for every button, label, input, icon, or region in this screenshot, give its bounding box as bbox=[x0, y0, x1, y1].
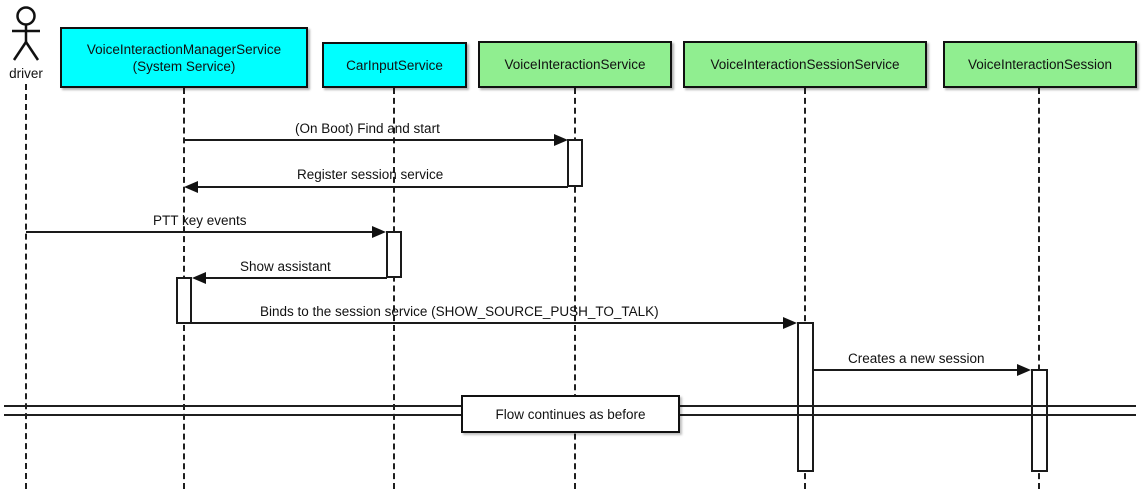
lifeline-voice-interaction-session-service bbox=[804, 88, 806, 489]
message-label: (On Boot) Find and start bbox=[295, 121, 440, 136]
divider-label: Flow continues as before bbox=[495, 406, 646, 422]
arrowhead-icon bbox=[554, 134, 568, 146]
participant-label: VoiceInteractionService bbox=[504, 57, 646, 72]
arrowhead-icon bbox=[192, 272, 206, 284]
activation-voice-interaction-session-service bbox=[797, 322, 814, 472]
actor-driver-label: driver bbox=[9, 66, 43, 81]
message-line-creates-a-new-session bbox=[814, 369, 1017, 371]
message-label: PTT key events bbox=[153, 213, 247, 228]
message-line-on-boot-find-and-start bbox=[184, 139, 554, 141]
activation-voice-interaction-service bbox=[567, 139, 583, 187]
lifeline-voice-interaction-session bbox=[1038, 88, 1040, 489]
participant-label: CarInputService bbox=[346, 57, 443, 73]
participant-voice-interaction-service: VoiceInteractionService bbox=[478, 41, 672, 88]
message-label: Show assistant bbox=[240, 259, 331, 274]
message-label: Creates a new session bbox=[848, 351, 985, 366]
activation-voice-interaction-manager-service bbox=[176, 277, 192, 324]
divider-label-box: Flow continues as before bbox=[461, 395, 680, 433]
participant-voice-interaction-session-service: VoiceInteractionSessionService bbox=[683, 41, 927, 88]
lifeline-car-input-service bbox=[393, 88, 395, 489]
lifeline-driver bbox=[25, 84, 27, 489]
participant-voice-interaction-manager-service: VoiceInteractionManagerService (System S… bbox=[60, 27, 308, 88]
activation-car-input-service bbox=[386, 231, 402, 278]
participant-label: VoiceInteractionSession bbox=[967, 57, 1113, 72]
participant-sublabel: (System Service) bbox=[132, 58, 236, 74]
message-line-ptt-key-events bbox=[26, 231, 372, 233]
message-line-register-session-service bbox=[198, 186, 568, 188]
arrowhead-icon bbox=[783, 317, 797, 329]
participant-label: VoiceInteractionSessionService bbox=[710, 57, 900, 72]
participant-voice-interaction-session: VoiceInteractionSession bbox=[943, 41, 1137, 88]
arrowhead-icon bbox=[184, 181, 198, 193]
actor-icon bbox=[12, 6, 40, 61]
activation-voice-interaction-session bbox=[1031, 369, 1048, 472]
arrowhead-icon bbox=[1017, 364, 1031, 376]
message-line-binds-to-session-service bbox=[192, 322, 783, 324]
arrowhead-icon bbox=[372, 226, 386, 238]
message-line-show-assistant bbox=[206, 277, 387, 279]
lifeline-voice-interaction-service bbox=[574, 88, 576, 489]
participant-car-input-service: CarInputService bbox=[322, 42, 467, 88]
participant-label: VoiceInteractionManagerService bbox=[86, 41, 282, 57]
message-label: Register session service bbox=[297, 167, 444, 182]
message-label: Binds to the session service (SHOW_SOURC… bbox=[260, 304, 659, 319]
